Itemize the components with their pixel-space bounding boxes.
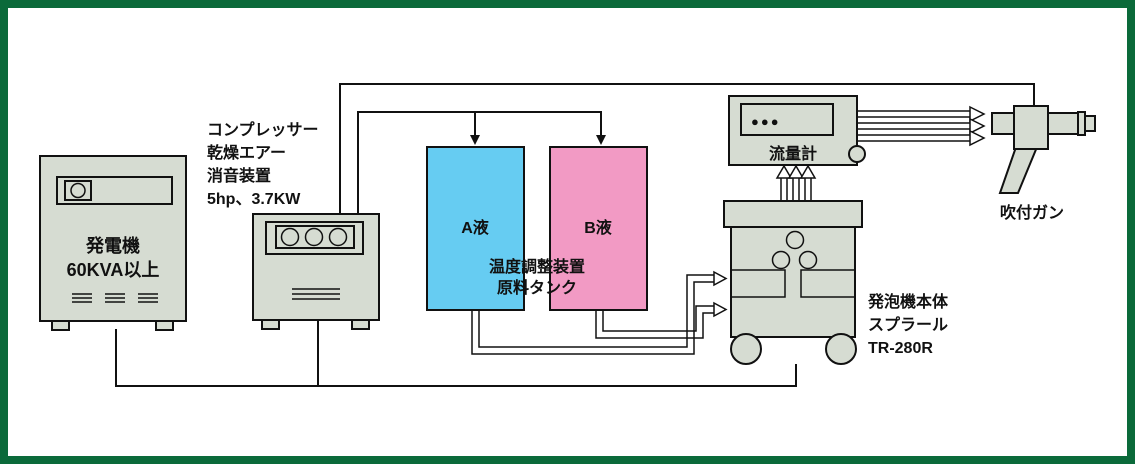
flowmeter-display: ●●● — [751, 114, 781, 129]
foam-machine-label-line3: TR-280R — [868, 340, 933, 357]
flow-to-gun-arrows — [857, 105, 986, 147]
power-line — [115, 329, 797, 387]
tank-caption-line2: 原料タンク — [497, 278, 577, 297]
spray-gun-icon — [991, 105, 1096, 194]
air-line-to-tanks — [357, 111, 606, 214]
tank-a — [426, 146, 525, 311]
flowmeter-label: 流量計 — [769, 144, 817, 163]
air-line-to-gun — [339, 83, 1039, 214]
generator-label-line1: 発電機 — [85, 235, 140, 256]
tank-a-label: A液 — [461, 218, 490, 237]
tank-b-pipe — [595, 301, 728, 339]
foam-machine-label-line2: スプラール — [868, 315, 948, 334]
compressor-label-line3: 消音装置 — [207, 166, 271, 185]
tank-a-pipe — [471, 270, 728, 355]
generator-label-line2: 60KVA以上 — [67, 260, 160, 280]
machine-to-flowmeter-arrows — [775, 164, 817, 201]
tank-b-label: B液 — [584, 218, 613, 237]
generator-unit — [39, 155, 187, 331]
tank-b — [549, 146, 648, 311]
tank-caption-line1: 温度調整装置 — [488, 257, 585, 276]
compressor-label-line2: 乾燥エアー — [207, 143, 286, 162]
foam-machine-label-line1: 発泡機本体 — [867, 292, 949, 311]
compressor-label-line1: コンプレッサー — [207, 120, 319, 139]
spray-gun-label: 吹付ガン — [1000, 203, 1064, 222]
compressor-unit — [252, 213, 380, 330]
foam-machine-unit — [723, 200, 863, 365]
flowmeter-unit — [728, 95, 866, 166]
compressor-label-line4: 5hp、3.7KW — [207, 191, 301, 208]
